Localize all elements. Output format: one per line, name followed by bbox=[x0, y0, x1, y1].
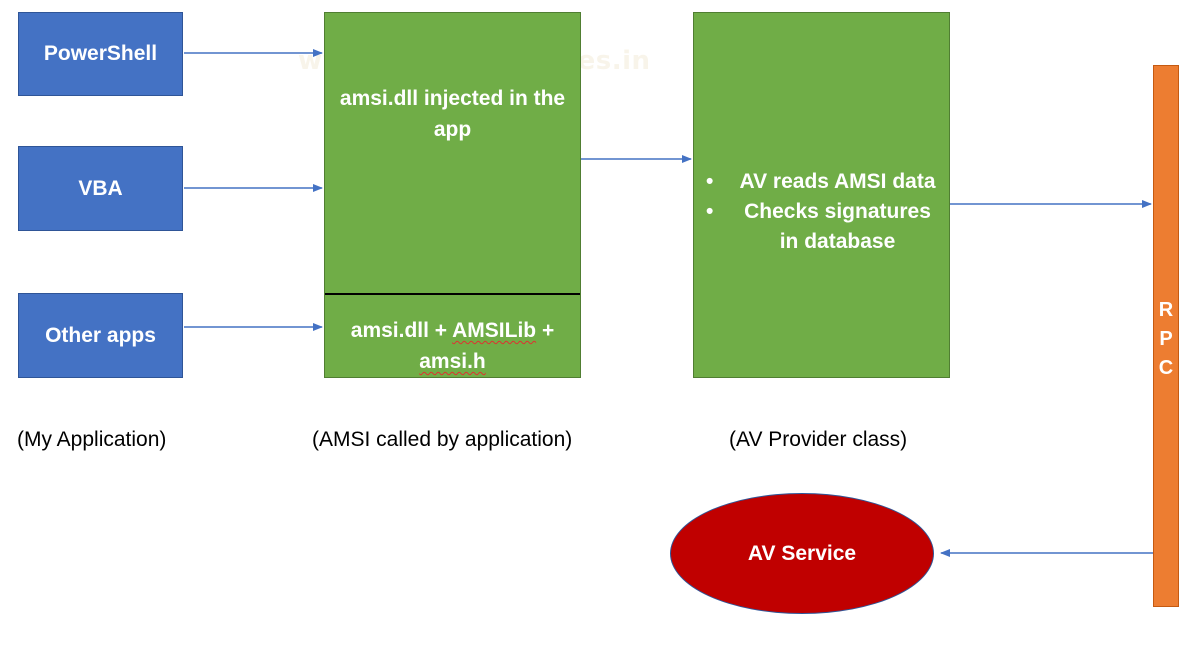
amsi-components-text: amsi.dll + AMSILib + amsi.h bbox=[325, 315, 580, 377]
bullet-icon: • bbox=[706, 200, 714, 223]
amsi-caption: (AMSI called by application) bbox=[312, 428, 573, 451]
powershell-label: PowerShell bbox=[43, 42, 158, 65]
my-application-caption: (My Application) bbox=[17, 428, 167, 451]
bullet-icon: • bbox=[706, 170, 714, 193]
vba-label: VBA bbox=[78, 176, 123, 200]
av-provider-item-text: AV reads AMSI data bbox=[739, 170, 936, 193]
powershell-box: PowerShell bbox=[18, 12, 183, 96]
av-provider-item: • AV reads AMSI data bbox=[694, 167, 949, 197]
other-apps-label: Other apps bbox=[45, 323, 156, 347]
amsilib-text: AMSILib bbox=[452, 319, 537, 342]
av-service-label: AV Service bbox=[747, 541, 857, 565]
av-provider-item: • Checks signatures in database bbox=[694, 197, 949, 257]
rpc-bar: R P C bbox=[1153, 65, 1179, 607]
av-provider-list: • AV reads AMSI data • Checks signatures i… bbox=[694, 167, 949, 257]
other-apps-box: Other apps bbox=[18, 293, 183, 378]
rpc-letter: P bbox=[1159, 328, 1173, 350]
av-service-ellipse: AV Service bbox=[670, 493, 934, 614]
amsi-plus-text: + bbox=[536, 319, 555, 342]
rpc-letter: C bbox=[1158, 357, 1174, 379]
av-provider-item-text: Checks signatures in database bbox=[744, 200, 931, 253]
amsi-h-text: amsi.h bbox=[419, 350, 486, 373]
av-provider-box: • AV reads AMSI data • Checks signatures i… bbox=[693, 12, 950, 378]
amsi-divider bbox=[325, 293, 580, 295]
amsi-injected-text: amsi.dll injected in the app bbox=[339, 87, 566, 141]
av-provider-caption: (AV Provider class) bbox=[729, 428, 908, 451]
vba-box: VBA bbox=[18, 146, 183, 231]
rpc-letter: R bbox=[1158, 299, 1174, 321]
amsi-dll-text: amsi.dll + bbox=[350, 319, 453, 342]
amsi-box: amsi.dll injected in the app amsi.dll + … bbox=[324, 12, 581, 378]
